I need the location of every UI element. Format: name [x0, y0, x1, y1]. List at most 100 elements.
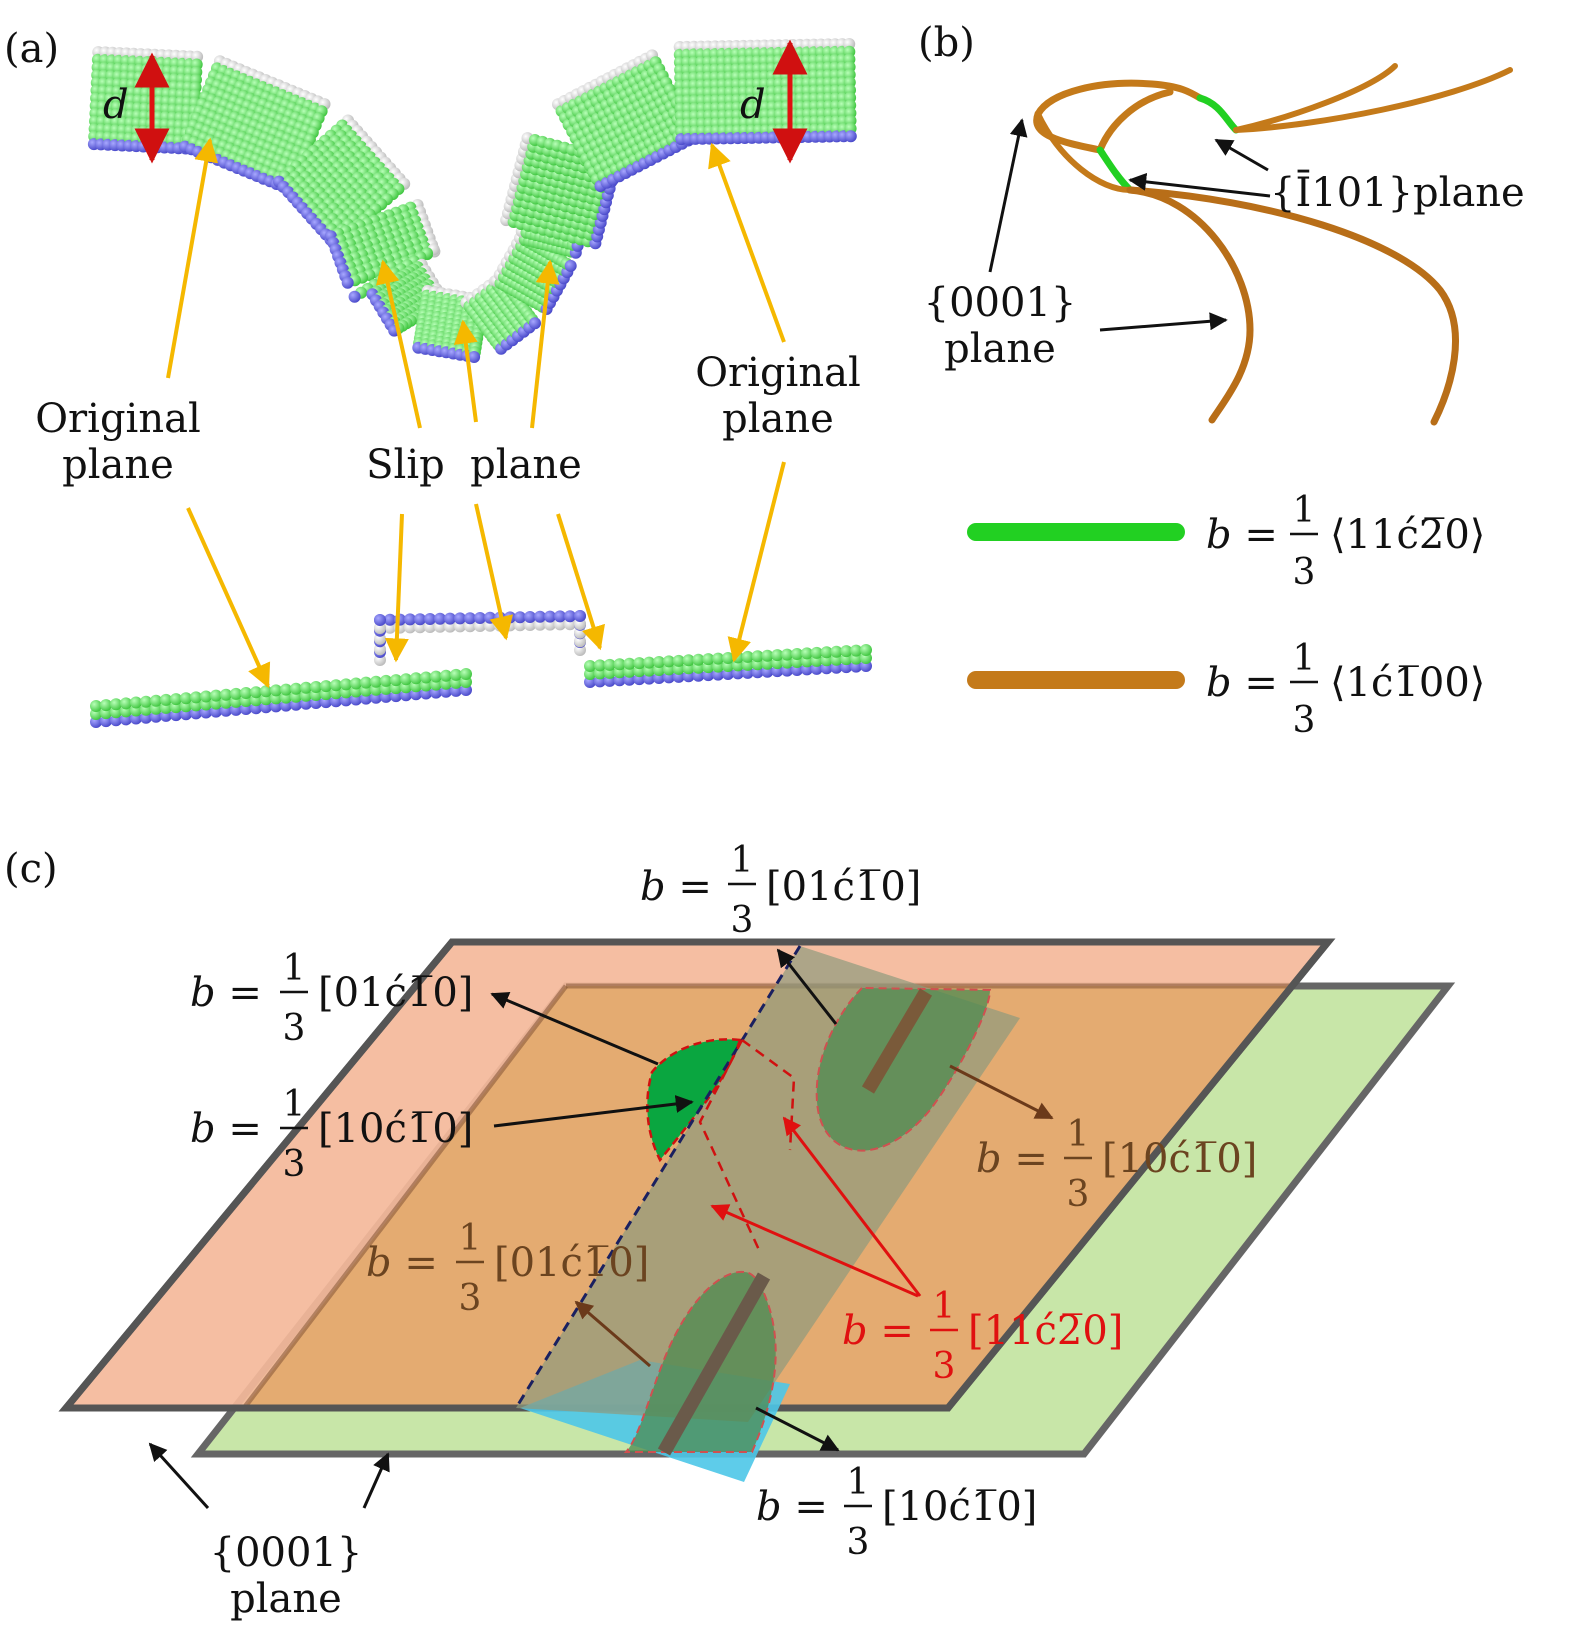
arrow-1101-b: [1128, 172, 1271, 198]
loop-lower-line: [657, 1272, 771, 1456]
svg-text:1: 1: [283, 948, 306, 989]
atom: [781, 648, 794, 661]
d-label-left: d: [103, 82, 129, 128]
svg-text:3: 3: [1067, 1174, 1090, 1215]
atom: [430, 670, 442, 683]
atom: [110, 698, 122, 711]
svg-text:3: 3: [283, 1144, 306, 1185]
atomistic-structure-bottom: [90, 610, 872, 728]
atom: [374, 614, 386, 626]
atom: [524, 611, 536, 623]
atom: [350, 677, 362, 690]
svg-text:3: 3: [933, 1346, 956, 1387]
atom: [180, 692, 192, 705]
atom: [474, 612, 486, 624]
label-left-lower: b = 1 3 [10ć1̅0]: [190, 1084, 473, 1185]
label-top: b = 1 3 [01ć1̅0]: [640, 840, 921, 941]
svg-text:3: 3: [847, 1522, 870, 1563]
label-right: b = 1 3 [10ć1̅0]: [976, 1114, 1257, 1215]
atom: [761, 649, 774, 662]
atom: [210, 689, 222, 702]
atom: [424, 613, 436, 625]
label-red: b = 1 3 [11ć2̅0]: [842, 1286, 1123, 1387]
atom: [860, 644, 872, 656]
atom: [341, 276, 354, 289]
atom: [404, 613, 416, 626]
arrow-0001-a: [988, 118, 1028, 273]
atom: [692, 653, 705, 666]
svg-text:b =: b =: [366, 1240, 438, 1286]
atom: [633, 657, 646, 670]
svg-text:b =: b =: [1206, 660, 1278, 706]
atom: [400, 673, 412, 686]
atom: [564, 259, 577, 272]
atom: [440, 669, 452, 682]
svg-text:b =: b =: [976, 1136, 1048, 1182]
atom: [100, 699, 112, 712]
atom: [390, 674, 402, 687]
original-plane-label-right-1: Original: [695, 350, 861, 396]
atom: [130, 696, 142, 709]
red-dashed-path: [698, 1038, 796, 1253]
svg-text:1: 1: [283, 1084, 306, 1125]
svg-text:b =: b =: [190, 970, 262, 1016]
atom: [653, 656, 665, 668]
atom: [120, 697, 132, 710]
svg-text:[11ć2̅0]: [11ć2̅0]: [968, 1308, 1123, 1354]
atom: [584, 660, 596, 672]
arrow-0001-b: [1099, 312, 1228, 332]
label-left-upper: b = 1 3 [01ć1̅0]: [190, 948, 473, 1049]
atom: [643, 656, 656, 669]
atom: [380, 674, 392, 687]
atom: [330, 679, 342, 692]
intersection-line: [514, 945, 802, 1409]
atom: [420, 671, 432, 684]
svg-text:[10ć1̅0]: [10ć1̅0]: [318, 1106, 473, 1152]
atom: [468, 351, 481, 363]
atom: [464, 612, 476, 625]
slip-plane-label: Slip plane: [366, 442, 582, 488]
svg-text:3: 3: [283, 1008, 306, 1049]
atom: [460, 668, 472, 680]
atom: [290, 682, 302, 695]
original-plane-label-right-2: plane: [722, 396, 834, 442]
atom: [340, 678, 352, 691]
atom: [544, 610, 556, 623]
atom: [844, 130, 857, 143]
atom: [702, 653, 715, 666]
label-bottom: b = 1 3 [10ć1̅0]: [756, 1462, 1037, 1563]
legend: b = 1 3 ⟨11ć2̅0⟩ b = 1 3 ⟨1ć1̅00⟩: [967, 490, 1485, 741]
svg-text:b =: b =: [640, 864, 712, 910]
atom: [150, 694, 162, 707]
atom: [682, 654, 695, 667]
atom: [450, 668, 462, 681]
plane-1101-label: {Ī101}plane: [1270, 170, 1525, 216]
atom: [348, 290, 361, 303]
svg-text:1: 1: [933, 1286, 956, 1327]
atom: [200, 690, 212, 703]
panel-a: (a) d d Original plane Slip plane Origin…: [4, 26, 872, 728]
svg-text:1: 1: [1067, 1114, 1090, 1155]
plane-0001-label-1: {0001}: [924, 280, 1077, 326]
svg-text:[10ć1̅0]: [10ć1̅0]: [882, 1484, 1037, 1530]
atom: [850, 644, 863, 657]
arrow-1101-a: [1214, 138, 1269, 172]
atom: [410, 672, 422, 685]
svg-text:1: 1: [847, 1462, 870, 1503]
atom: [820, 646, 833, 659]
atom: [800, 647, 813, 660]
svg-text:b =: b =: [190, 1106, 262, 1152]
svg-text:3: 3: [731, 900, 754, 941]
atom: [613, 658, 626, 671]
atom: [310, 681, 322, 693]
atom: [90, 700, 102, 712]
svg-text:b =: b =: [842, 1308, 914, 1354]
atom: [603, 658, 616, 671]
original-plane-label-left-2: plane: [62, 442, 174, 488]
atom: [280, 683, 292, 696]
legend-2-num: 1: [1293, 638, 1316, 679]
legend-2-vec: ⟨1ć1̅00⟩: [1330, 660, 1485, 706]
atom: [534, 610, 546, 623]
svg-text:[01ć1̅0]: [01ć1̅0]: [318, 970, 473, 1016]
